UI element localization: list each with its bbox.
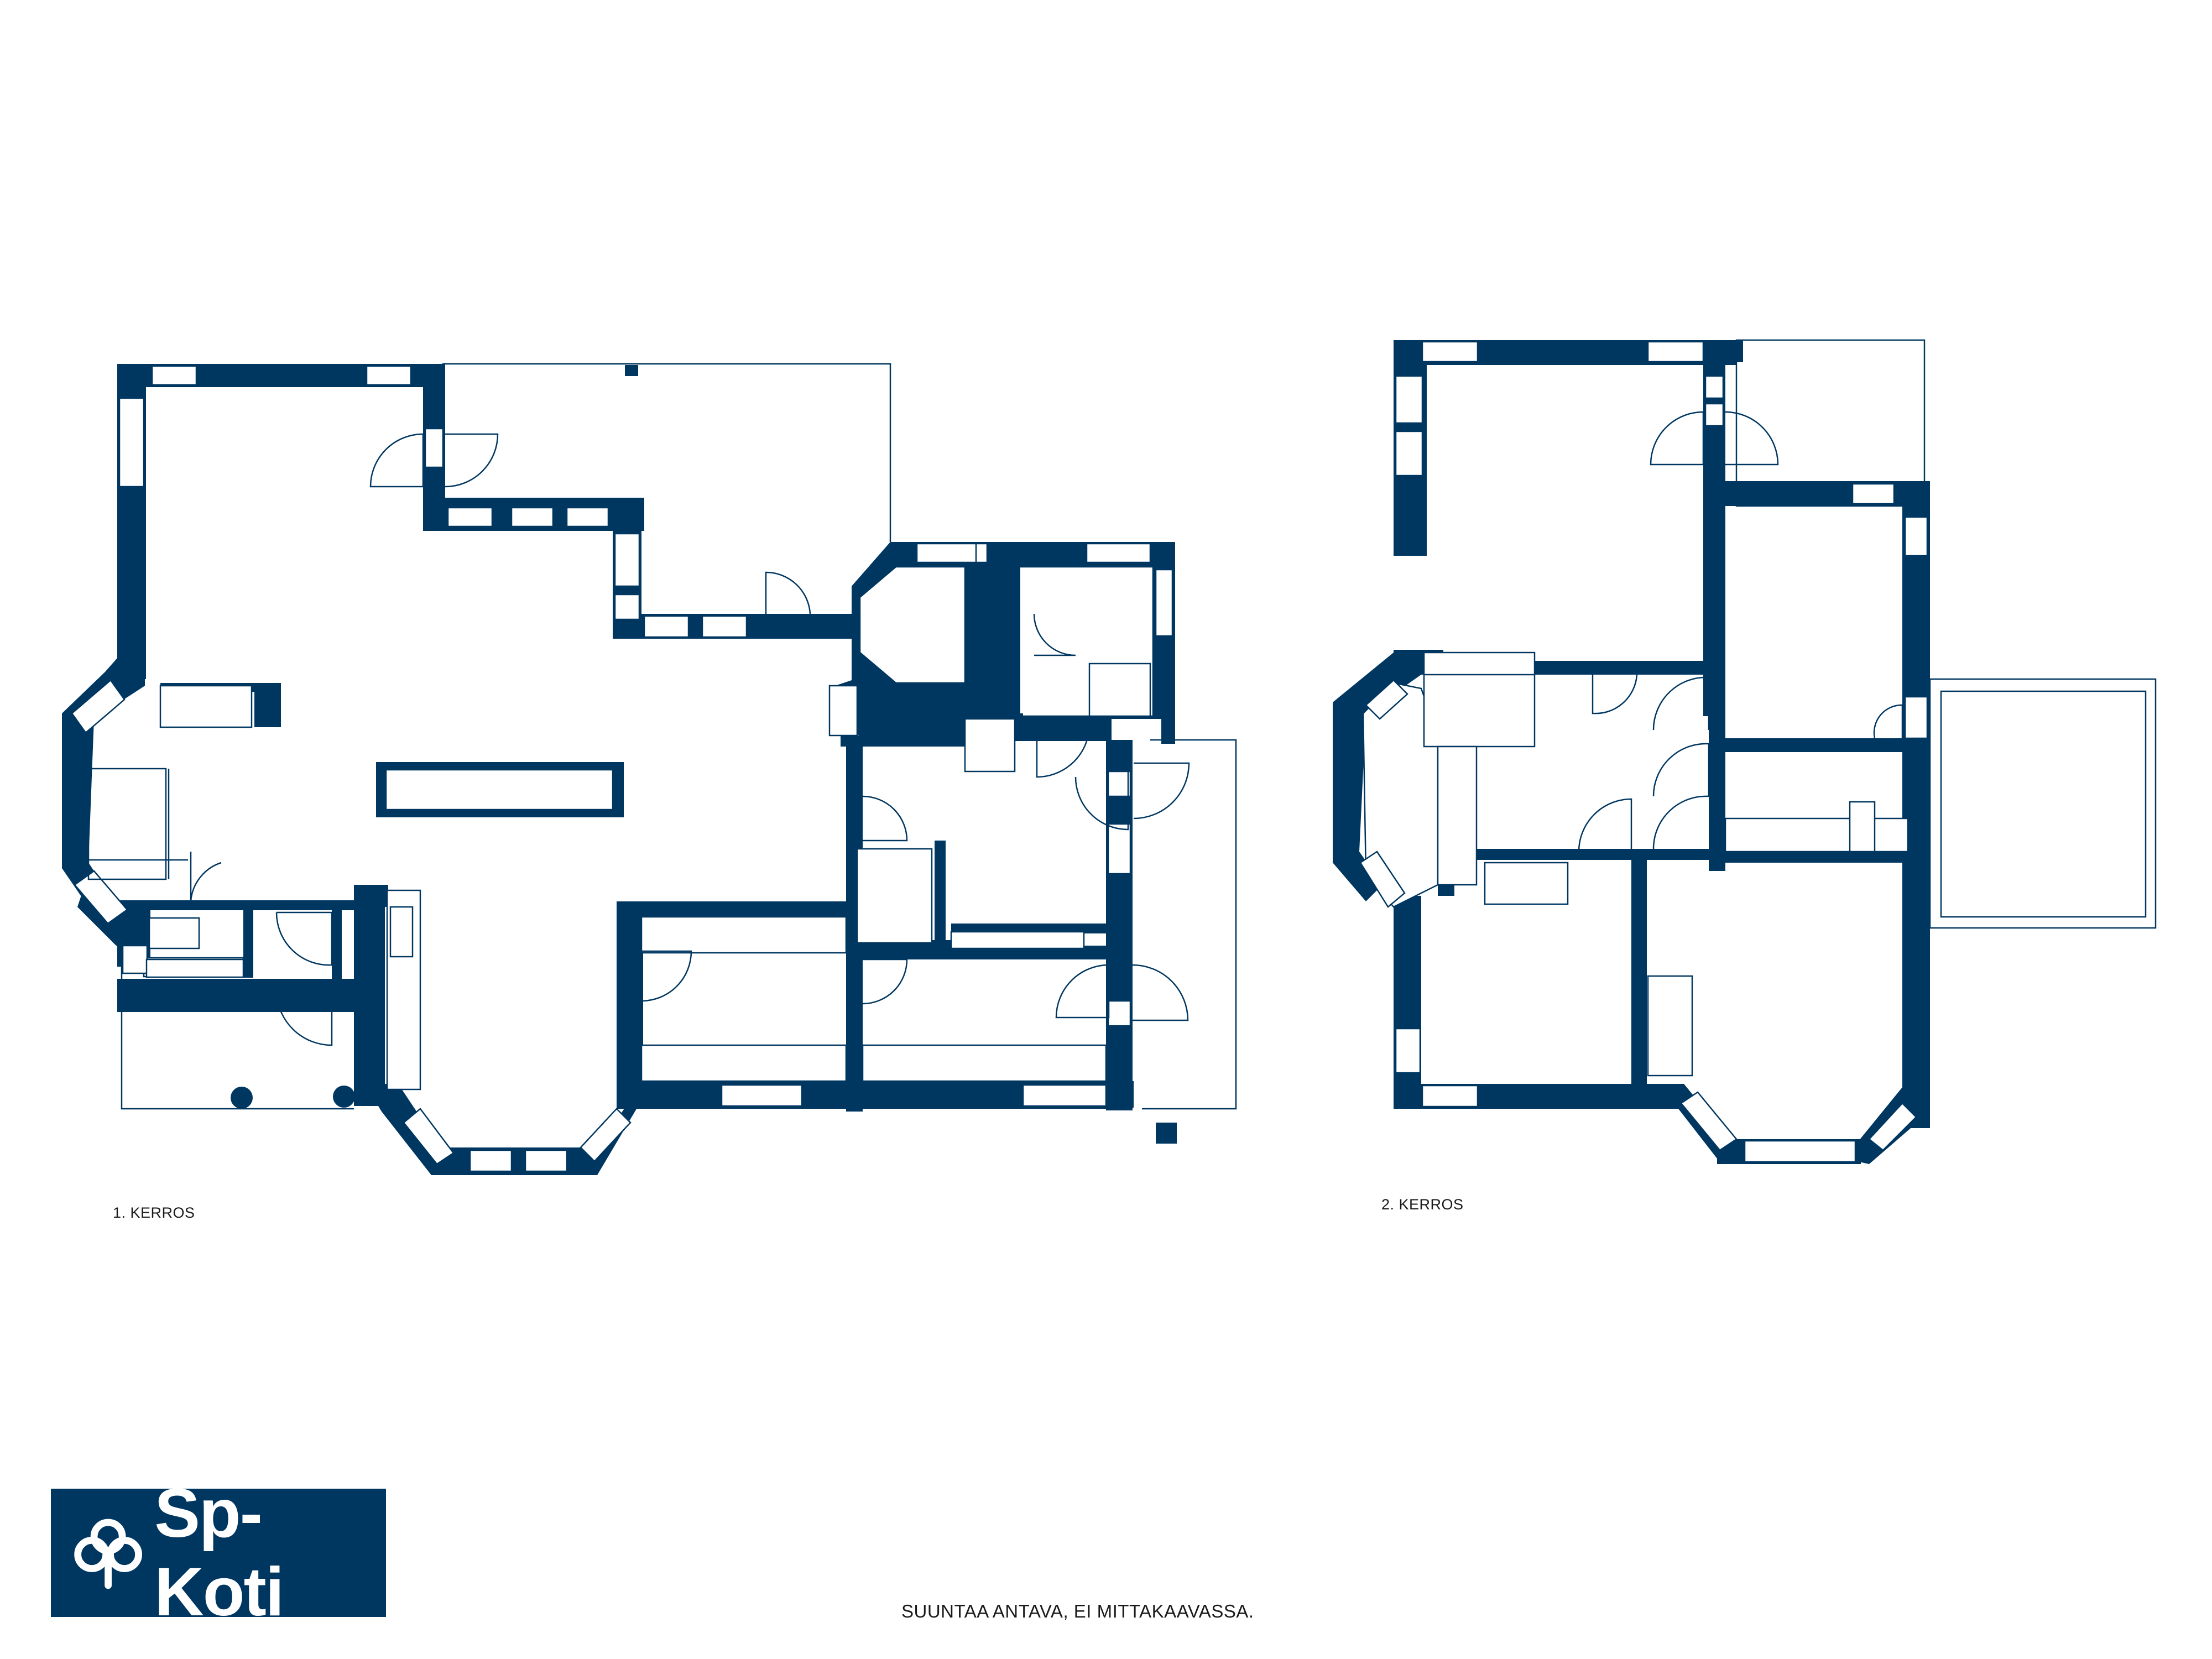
brand-logo: Sp-Koti	[51, 1475, 386, 1630]
floor-1-label: 1. KERROS	[113, 1204, 195, 1221]
floor-2-plan	[1333, 339, 2157, 1164]
clover-icon	[74, 1519, 142, 1589]
brand-name: Sp-Koti	[154, 1475, 284, 1630]
disclaimer-text: SUUNTAA ANTAVA, EI MITTAKAAVASSA.	[901, 1601, 1254, 1621]
floor-1-plan	[62, 363, 1237, 1175]
floor-2-label: 2. KERROS	[1381, 1196, 1464, 1213]
